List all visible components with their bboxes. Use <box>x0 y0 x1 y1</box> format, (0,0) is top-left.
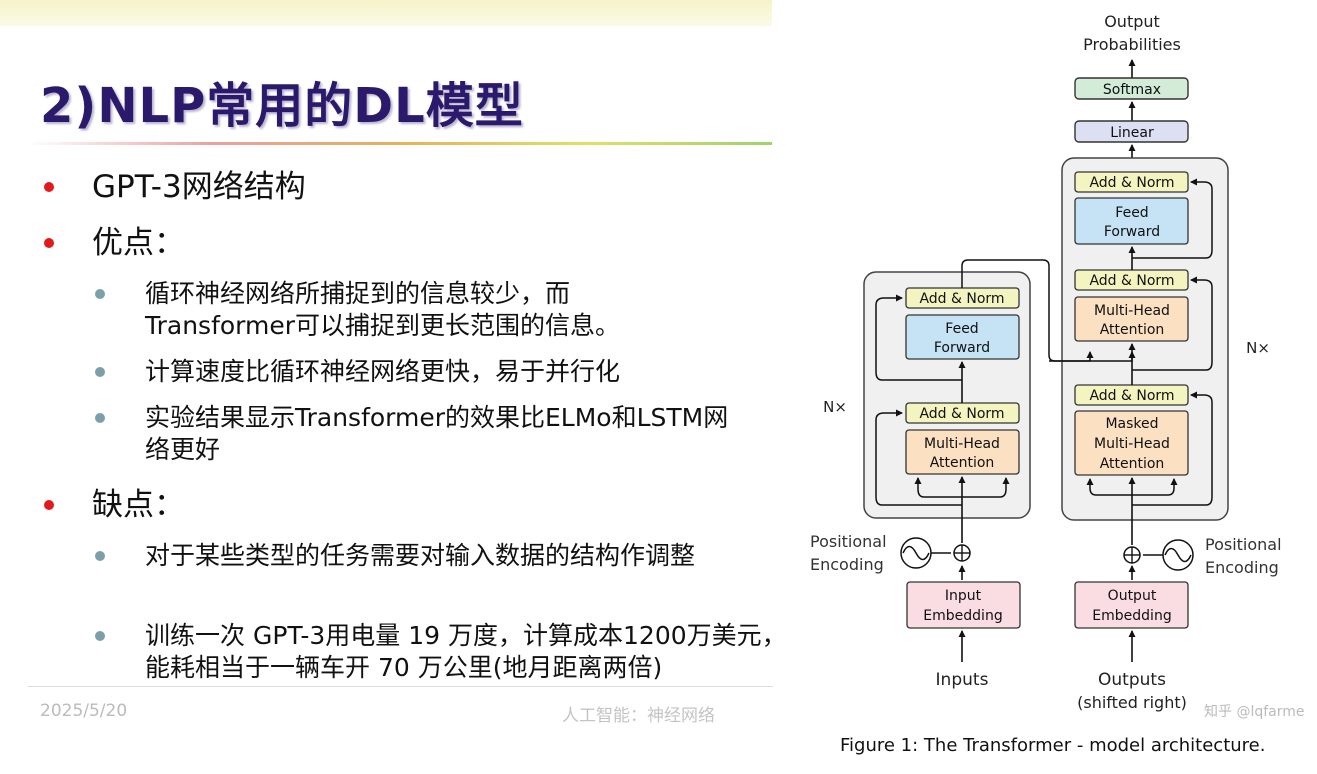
footer-date: 2025/5/20 <box>40 701 128 721</box>
decoder-nx-label: N× <box>1246 339 1270 357</box>
output-probabilities-label-1: Output <box>1104 12 1160 31</box>
bullet-text: 缺点： <box>92 487 185 523</box>
feed-forward-label-1: Feed <box>945 321 978 337</box>
red-bullet-icon <box>44 238 54 248</box>
mha-label-1: Multi-Head <box>1094 303 1170 319</box>
mha-label-2: Attention <box>930 455 995 471</box>
sub-bullet-text: 实验结果显示Transformer的效果比ELMo和LSTM网络更好 <box>145 403 729 464</box>
bullet-gpt3: GPT-3网络结构 <box>44 168 306 206</box>
sub-bullet: 对于某些类型的任务需要对输入数据的结构作调整 <box>95 540 790 572</box>
softmax-label: Softmax <box>1103 82 1161 98</box>
sub-bullet: 实验结果显示Transformer的效果比ELMo和LSTM网络更好 <box>95 402 730 466</box>
encoder-feed-forward <box>905 314 1020 360</box>
add-norm-label: Add & Norm <box>1089 273 1174 289</box>
encoder-nx-label: N× <box>823 398 847 416</box>
add-norm-label: Add & Norm <box>919 291 1004 307</box>
input-embedding-label-1: Input <box>945 588 982 604</box>
decoder-positional-label-1: Positional <box>1205 535 1282 554</box>
gray-bullet-icon <box>95 413 105 423</box>
sub-bullet-text: 计算速度比循环神经网络更快，易于并行化 <box>145 357 621 386</box>
outputs-label-1: Outputs <box>1098 670 1166 690</box>
encoder-block <box>863 271 1031 519</box>
input-embedding-label-2: Embedding <box>923 608 1002 624</box>
decoder-add-norm-3 <box>1074 171 1189 193</box>
outputs-label-2: (shifted right) <box>1077 693 1187 712</box>
gray-bullet-icon <box>95 551 105 561</box>
feed-forward-label-1: Feed <box>1115 205 1148 221</box>
top-banner <box>0 0 772 26</box>
transformer-figure: Output Probabilities Softmax Linear Add … <box>790 0 1317 770</box>
linear-label: Linear <box>1110 125 1154 141</box>
output-embedding-label-2: Embedding <box>1092 608 1171 624</box>
bullet-pros: 优点： <box>44 224 185 262</box>
slide-title: 2)NLP常用的DL模型 <box>40 78 524 134</box>
sub-bullet-text: 循环神经网络所捕捉到的信息较少，而Transformer可以捕捉到更长范围的信息… <box>145 279 621 340</box>
encoder-positional-label-2: Encoding <box>810 555 884 574</box>
bullet-text: GPT-3网络结构 <box>92 169 306 205</box>
watermark: 知乎 @lqfarme <box>1204 703 1305 720</box>
red-bullet-icon <box>44 182 54 192</box>
inputs-label: Inputs <box>936 670 989 690</box>
add-norm-label: Add & Norm <box>1089 175 1174 191</box>
bullet-text: 优点： <box>92 225 185 261</box>
add-norm-label: Add & Norm <box>919 406 1004 422</box>
sub-bullet: 循环神经网络所捕捉到的信息较少，而Transformer可以捕捉到更长范围的信息… <box>95 278 705 342</box>
sub-bullet-text: 训练一次 GPT-3用电量 19 万度，计算成本1200万美元，能耗相当于一辆车… <box>145 621 787 682</box>
footer-course: 人工智能：神经网络 <box>562 706 715 726</box>
masked-label-2: Multi-Head <box>1094 436 1170 452</box>
gray-bullet-icon <box>95 367 105 377</box>
mha-label-2: Attention <box>1100 322 1165 338</box>
output-embedding-label-1: Output <box>1108 588 1157 604</box>
add-norm-label: Add & Norm <box>1089 388 1174 404</box>
decoder-feed-forward <box>1074 197 1189 245</box>
softmax-box <box>1074 77 1189 100</box>
input-embedding-box <box>906 581 1021 629</box>
encoder-positional-label-1: Positional <box>810 532 887 551</box>
footer-divider <box>28 686 773 687</box>
title-underline <box>28 142 772 145</box>
sub-bullet: 训练一次 GPT-3用电量 19 万度，计算成本1200万美元，能耗相当于一辆车… <box>95 620 795 684</box>
output-embedding-box <box>1074 581 1189 629</box>
decoder-masked-attention <box>1074 410 1189 476</box>
feed-forward-label-2: Forward <box>934 340 990 356</box>
red-bullet-icon <box>44 500 54 510</box>
feed-forward-label-2: Forward <box>1104 224 1160 240</box>
masked-label-1: Masked <box>1105 416 1158 432</box>
figure-caption: Figure 1: The Transformer - model archit… <box>840 735 1265 756</box>
decoder-positional-label-2: Encoding <box>1205 558 1279 577</box>
mha-label-1: Multi-Head <box>924 436 1000 452</box>
encoder-multi-head-attention <box>905 429 1020 475</box>
output-probabilities-label-2: Probabilities <box>1083 35 1181 54</box>
sub-bullet-text: 对于某些类型的任务需要对输入数据的结构作调整 <box>145 541 696 570</box>
gray-bullet-icon <box>95 631 105 641</box>
linear-box <box>1074 120 1189 143</box>
gray-bullet-icon <box>95 289 105 299</box>
masked-label-3: Attention <box>1100 456 1165 472</box>
bullet-cons: 缺点： <box>44 486 185 524</box>
sub-bullet: 计算速度比循环神经网络更快，易于并行化 <box>95 356 805 388</box>
decoder-multi-head-attention <box>1074 296 1189 342</box>
